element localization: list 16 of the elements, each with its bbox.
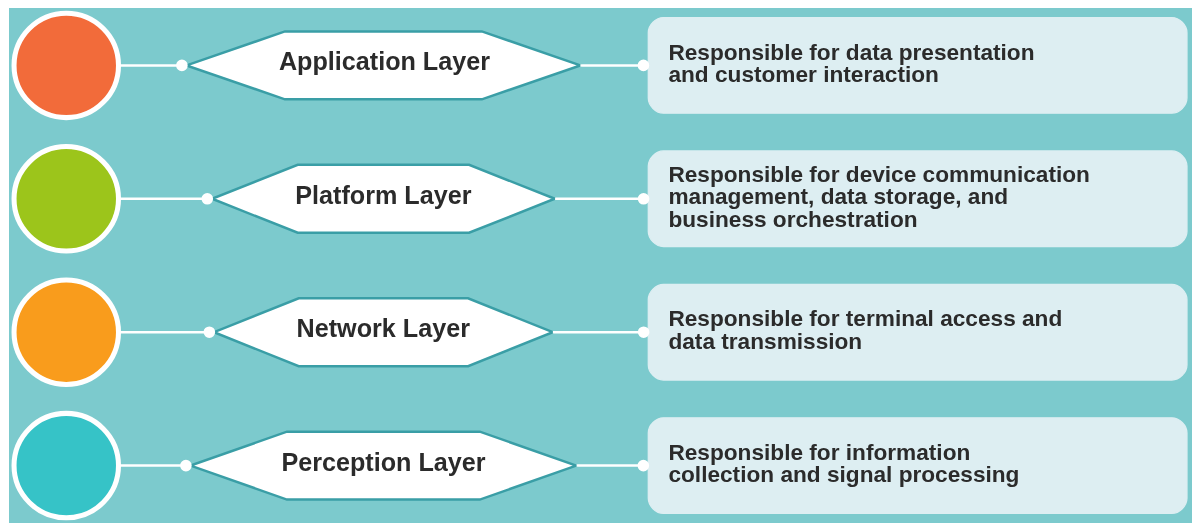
connector [554, 193, 649, 205]
node-box: Responsible for data presentation and customer interaction [647, 16, 1188, 114]
node-circle [11, 410, 121, 521]
connector [552, 326, 649, 338]
connector [576, 459, 649, 472]
node-circle [11, 10, 121, 121]
connector [118, 59, 188, 72]
connector [579, 59, 649, 72]
connector [118, 193, 213, 205]
connector [118, 326, 215, 338]
node-box: Responsible for information collection and signal processing [647, 417, 1188, 515]
node-circle [11, 144, 121, 254]
node-box: Responsible for terminal access and data transmission [647, 283, 1188, 381]
node-box: Responsible for device communication management, data storage, and business orchestration [647, 150, 1188, 248]
connector [118, 459, 192, 472]
node-circle [11, 277, 121, 387]
